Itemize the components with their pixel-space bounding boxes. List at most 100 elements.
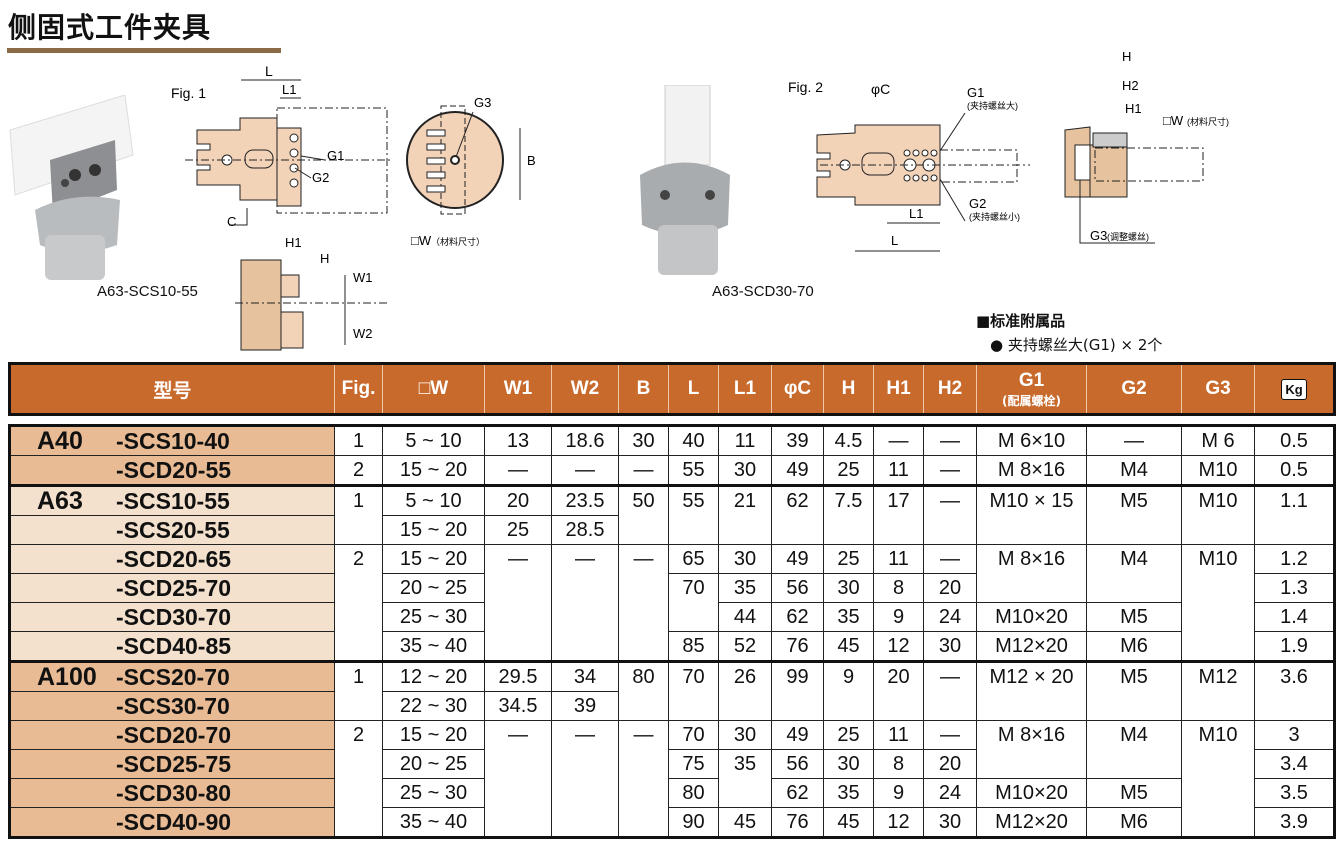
fig1-W: □W bbox=[411, 233, 432, 248]
model-cell: -SCD30-70 bbox=[9, 602, 335, 632]
cell-l1: 45 bbox=[718, 807, 772, 838]
cell-h2: 24 bbox=[923, 602, 977, 632]
title-underline bbox=[7, 48, 281, 53]
header-g2: G2 bbox=[1086, 363, 1182, 415]
cell-fig: 2 bbox=[334, 455, 383, 486]
cell-g3: M10 bbox=[1181, 544, 1255, 662]
model-number: -SCD30-70 bbox=[116, 604, 232, 630]
fig1-L1: L1 bbox=[282, 82, 296, 97]
fig1-label: Fig. 1 bbox=[171, 85, 206, 101]
cell-w: 22 ~ 30 bbox=[382, 691, 485, 721]
cell-l: 70 bbox=[668, 660, 719, 721]
cell-c: 56 bbox=[771, 573, 824, 603]
cell-l: 85 bbox=[668, 631, 719, 662]
cell-h2: — bbox=[923, 720, 977, 750]
model-number: -SCS20-55 bbox=[116, 517, 230, 543]
cell-fig: 2 bbox=[334, 720, 383, 838]
model-number: -SCD25-70 bbox=[116, 575, 232, 601]
cell-h2: — bbox=[923, 544, 977, 574]
cell-kg: 1.9 bbox=[1254, 631, 1335, 662]
fig1-W1: W1 bbox=[353, 270, 373, 285]
header-l1-label: L1 bbox=[733, 378, 757, 399]
cell-kg: 0.5 bbox=[1254, 425, 1335, 456]
fig2-G1-note: (夹持螺丝大) bbox=[967, 100, 1018, 111]
cell-h2: — bbox=[923, 660, 977, 721]
cell-h1: 17 bbox=[873, 484, 924, 545]
cell-h2: 20 bbox=[923, 573, 977, 603]
model-number: -SCD40-85 bbox=[116, 633, 232, 659]
cell-g1: M 8×16 bbox=[976, 544, 1087, 603]
cell-c: 76 bbox=[771, 807, 824, 838]
cell-w: 20 ~ 25 bbox=[382, 749, 485, 779]
cell-l: 55 bbox=[668, 484, 719, 545]
cell-g2: M4 bbox=[1086, 455, 1182, 486]
cell-h: 35 bbox=[823, 778, 874, 808]
cell-l1: 35 bbox=[718, 749, 772, 808]
cell-w: 25 ~ 30 bbox=[382, 778, 485, 808]
cell-h1: 8 bbox=[873, 749, 924, 779]
cell-g2: M4 bbox=[1086, 720, 1182, 779]
cell-kg: 3.6 bbox=[1254, 660, 1335, 721]
cell-w2: — bbox=[551, 455, 619, 486]
cell-h2: — bbox=[923, 484, 977, 545]
cell-l1: 11 bbox=[718, 425, 772, 456]
fig1-H1: H1 bbox=[285, 235, 302, 250]
cell-g3: M10 bbox=[1181, 484, 1255, 545]
product-photo-scs bbox=[9, 95, 134, 280]
cell-l1: 30 bbox=[718, 455, 772, 486]
model-number: -SCS10-55 bbox=[116, 488, 230, 514]
cell-g2: M6 bbox=[1086, 807, 1182, 838]
cell-h1: 9 bbox=[873, 778, 924, 808]
cell-g1: M12×20 bbox=[976, 807, 1087, 838]
fig2-L: L bbox=[891, 233, 898, 248]
fig2-label: Fig. 2 bbox=[788, 79, 823, 95]
cell-kg: 1.4 bbox=[1254, 602, 1335, 632]
cell-h: 9 bbox=[823, 660, 874, 721]
cell-h1: — bbox=[873, 425, 924, 456]
cell-kg: 0.5 bbox=[1254, 455, 1335, 486]
cell-h: 7.5 bbox=[823, 484, 874, 545]
model-number: -SCD20-55 bbox=[116, 457, 232, 483]
cell-g2: M5 bbox=[1086, 778, 1182, 808]
cell-h: 30 bbox=[823, 749, 874, 779]
fig1-diagram: Fig. 1 L L1 G1 G2 C G3 B □W（材料尺寸） H1 H W… bbox=[171, 63, 536, 351]
fig2-diagram: Fig. 2 φC G1 (夹持螺丝大) G2 (夹持螺丝小) L1 L H H… bbox=[788, 49, 1229, 252]
cell-h2: — bbox=[923, 425, 977, 456]
cell-g2: M4 bbox=[1086, 544, 1182, 603]
fig2-C: φC bbox=[871, 81, 890, 97]
cell-h1: 11 bbox=[873, 544, 924, 574]
cell-c: 62 bbox=[771, 484, 824, 545]
cell-l1: 52 bbox=[718, 631, 772, 662]
cell-w1: 34.5 bbox=[484, 691, 552, 721]
header-l-label: L bbox=[687, 378, 700, 399]
fig2-H: H bbox=[1122, 49, 1131, 64]
cell-fig: 1 bbox=[334, 484, 383, 545]
header-model: 型号 bbox=[9, 363, 335, 415]
fig1-G1: G1 bbox=[327, 148, 344, 163]
cell-c: 49 bbox=[771, 455, 824, 486]
header-c: φC bbox=[771, 363, 824, 415]
cell-c: 56 bbox=[771, 749, 824, 779]
header-model-label: 型号 bbox=[153, 380, 192, 402]
fig2-L1: L1 bbox=[909, 206, 923, 221]
photo-caption-scs: A63-SCS10-55 bbox=[97, 283, 198, 300]
header-h-label: H bbox=[841, 378, 856, 399]
cell-w: 35 ~ 40 bbox=[382, 807, 485, 838]
cell-w: 15 ~ 20 bbox=[382, 515, 485, 545]
model-cell: A63-SCS10-55 bbox=[9, 484, 335, 516]
cell-w2: 34 bbox=[551, 660, 619, 692]
cell-h1: 11 bbox=[873, 455, 924, 486]
cell-w: 15 ~ 20 bbox=[382, 455, 485, 486]
cell-b: 30 bbox=[618, 425, 669, 456]
fig2-H1: H1 bbox=[1125, 101, 1142, 116]
cell-c: 49 bbox=[771, 544, 824, 574]
cell-l: 90 bbox=[668, 807, 719, 838]
cell-w1: — bbox=[484, 720, 552, 838]
header-g3: G3 bbox=[1181, 363, 1255, 415]
cell-fig: 1 bbox=[334, 660, 383, 721]
model-cell: A100-SCS20-70 bbox=[9, 660, 335, 692]
